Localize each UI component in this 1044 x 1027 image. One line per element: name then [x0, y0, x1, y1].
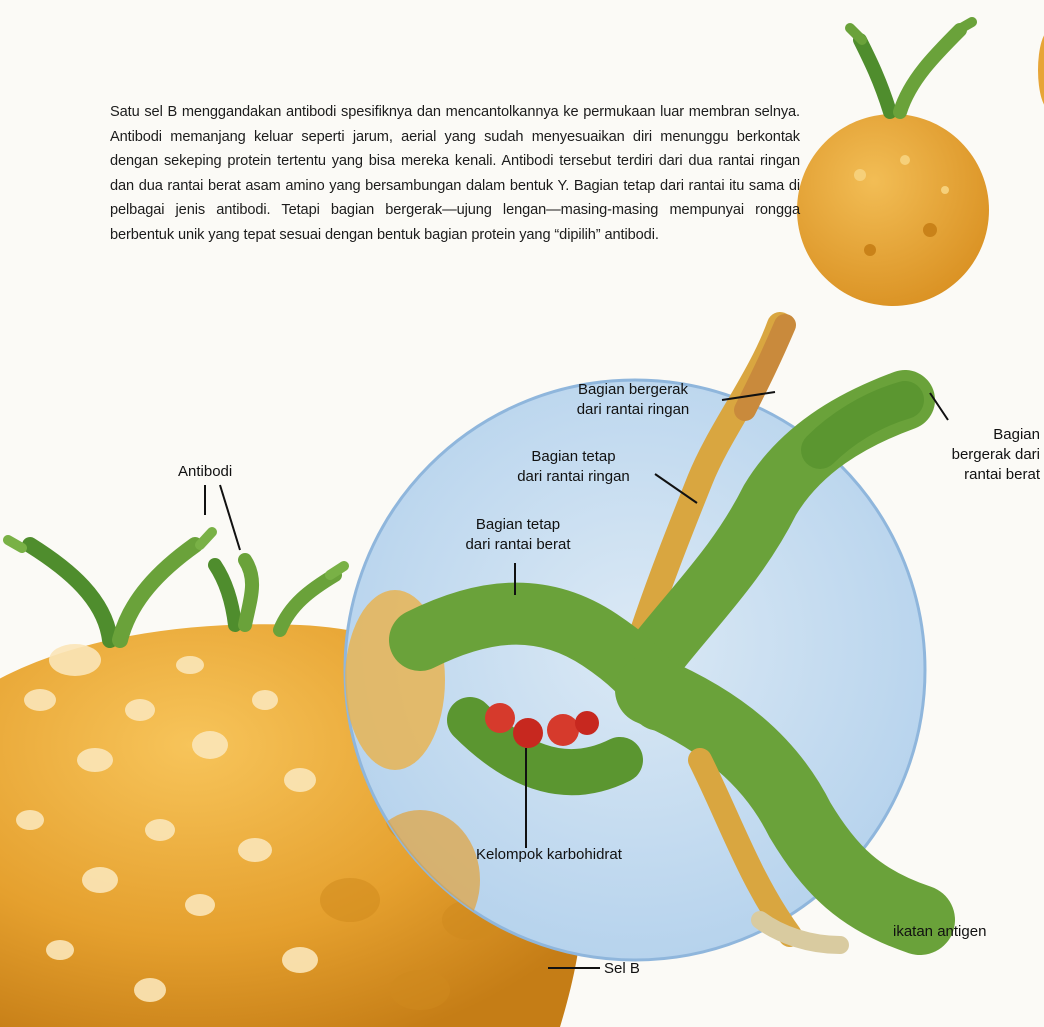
- small-b-cell: [797, 22, 989, 306]
- label-heavy-chain-constant: Bagian tetap dari rantai berat: [452, 515, 584, 555]
- label-light-chain-constant: Bagian tetap dari rantai ringan: [496, 447, 651, 487]
- label-heavy-chain-variable: Bagian bergerak dari rantai berat: [910, 425, 1040, 485]
- label-antigen-binding: ikatan antigen: [893, 922, 986, 942]
- label-b-cell: Sel B: [604, 959, 640, 979]
- label-carbohydrate-group: Kelompok karbohidrat: [476, 845, 622, 865]
- label-light-chain-variable: Bagian bergerak dari rantai ringan: [548, 380, 718, 420]
- label-antibodi: Antibodi: [178, 462, 232, 482]
- description-paragraph: Satu sel B menggandakan antibodi spesifi…: [110, 100, 800, 247]
